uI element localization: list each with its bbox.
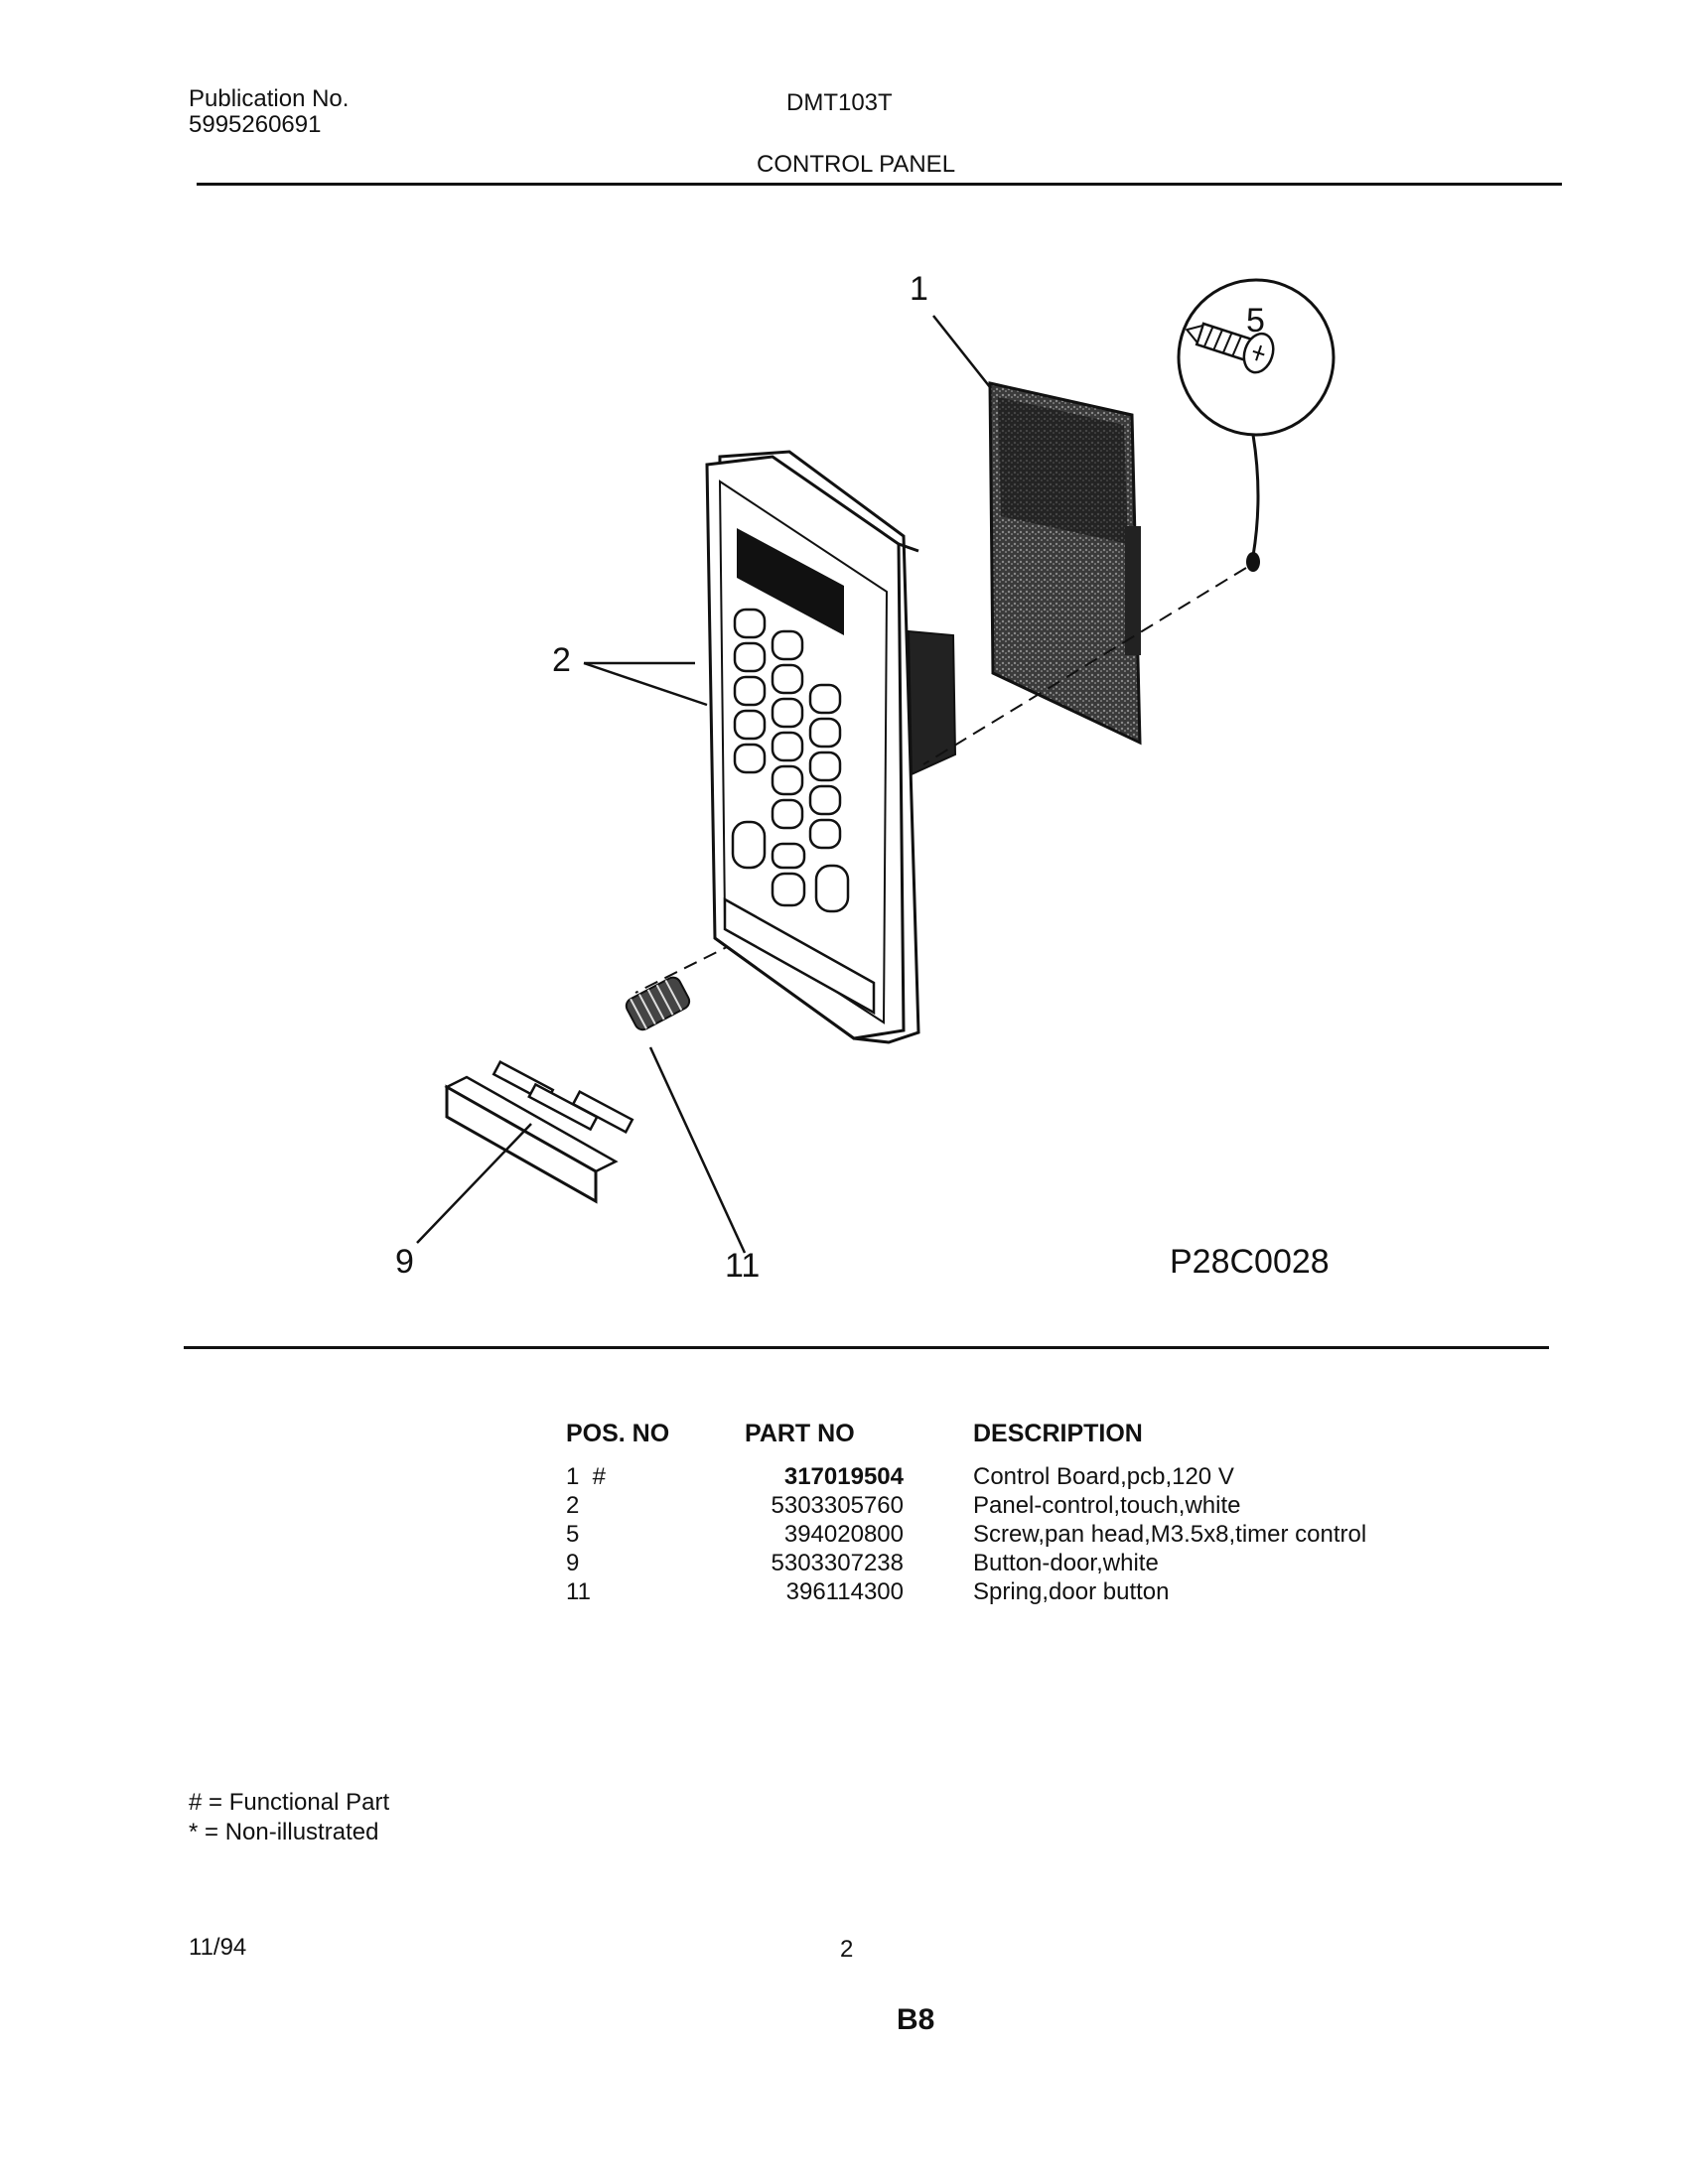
description-cell: Spring,door button	[973, 1578, 1170, 1605]
publication-number: 5995260691	[189, 111, 322, 138]
description-cell: Screw,pan head,M3.5x8,timer control	[973, 1521, 1367, 1548]
table-row: 5 394020800 Screw,pan head,M3.5x8,timer …	[566, 1520, 1366, 1549]
callout-1: 1	[910, 270, 928, 308]
touch-panel-part	[584, 450, 920, 1044]
description-header: DESCRIPTION	[973, 1420, 1143, 1447]
pos-cell: 2	[566, 1492, 580, 1519]
legend-non-illustrated: * = Non-illustrated	[189, 1819, 379, 1845]
description-cell: Control Board,pcb,120 V	[973, 1463, 1234, 1490]
page-number: 2	[840, 1936, 854, 1963]
exploded-diagram	[416, 278, 1336, 1254]
callout-11: 11	[725, 1247, 761, 1285]
part-cell: 317019504	[783, 1463, 904, 1490]
spring-part	[625, 976, 747, 1254]
table-row: 9 5303307238 Button-door,white	[566, 1549, 1366, 1577]
section-code: B8	[897, 2003, 935, 2036]
callout-2: 2	[552, 641, 571, 679]
callout-9: 9	[395, 1243, 414, 1281]
header-rule	[197, 183, 1562, 186]
model-number: DMT103T	[786, 89, 893, 116]
part-cell: 5303305760	[771, 1492, 904, 1519]
legend-functional: # = Functional Part	[189, 1789, 390, 1816]
description-cell: Button-door,white	[973, 1550, 1159, 1576]
footer-date: 11/94	[189, 1934, 247, 1961]
parts-table: POS. NO PART NO DESCRIPTION 1 # 31701950…	[566, 1420, 1366, 1606]
part-cell: 396114300	[785, 1578, 904, 1605]
publication-label: Publication No.	[189, 85, 350, 112]
table-row: 1 # 317019504 Control Board,pcb,120 V	[566, 1462, 1366, 1491]
pos-header: POS. NO	[566, 1420, 670, 1447]
screw-detail-part	[1177, 278, 1336, 572]
table-row: 11 396114300 Spring,door button	[566, 1577, 1366, 1606]
part-header: PART NO	[745, 1420, 855, 1447]
door-button-part	[416, 1060, 634, 1244]
pos-cell: 5	[566, 1521, 580, 1548]
pos-cell: 9	[566, 1550, 580, 1576]
diagram-rule	[184, 1346, 1549, 1349]
control-board-part	[932, 315, 1142, 746]
description-cell: Panel-control,touch,white	[973, 1492, 1241, 1519]
callout-5: 5	[1246, 302, 1265, 340]
part-cell: 5303307238	[771, 1550, 904, 1576]
section-title: CONTROL PANEL	[757, 151, 956, 178]
table-row: 2 5303305760 Panel-control,touch,white	[566, 1491, 1366, 1520]
part-cell: 394020800	[783, 1521, 904, 1548]
parts-table-header: POS. NO PART NO DESCRIPTION	[566, 1420, 1366, 1462]
pos-cell: 1 #	[566, 1463, 607, 1490]
drawing-code: P28C0028	[1170, 1243, 1330, 1281]
pos-cell: 11	[566, 1578, 591, 1605]
